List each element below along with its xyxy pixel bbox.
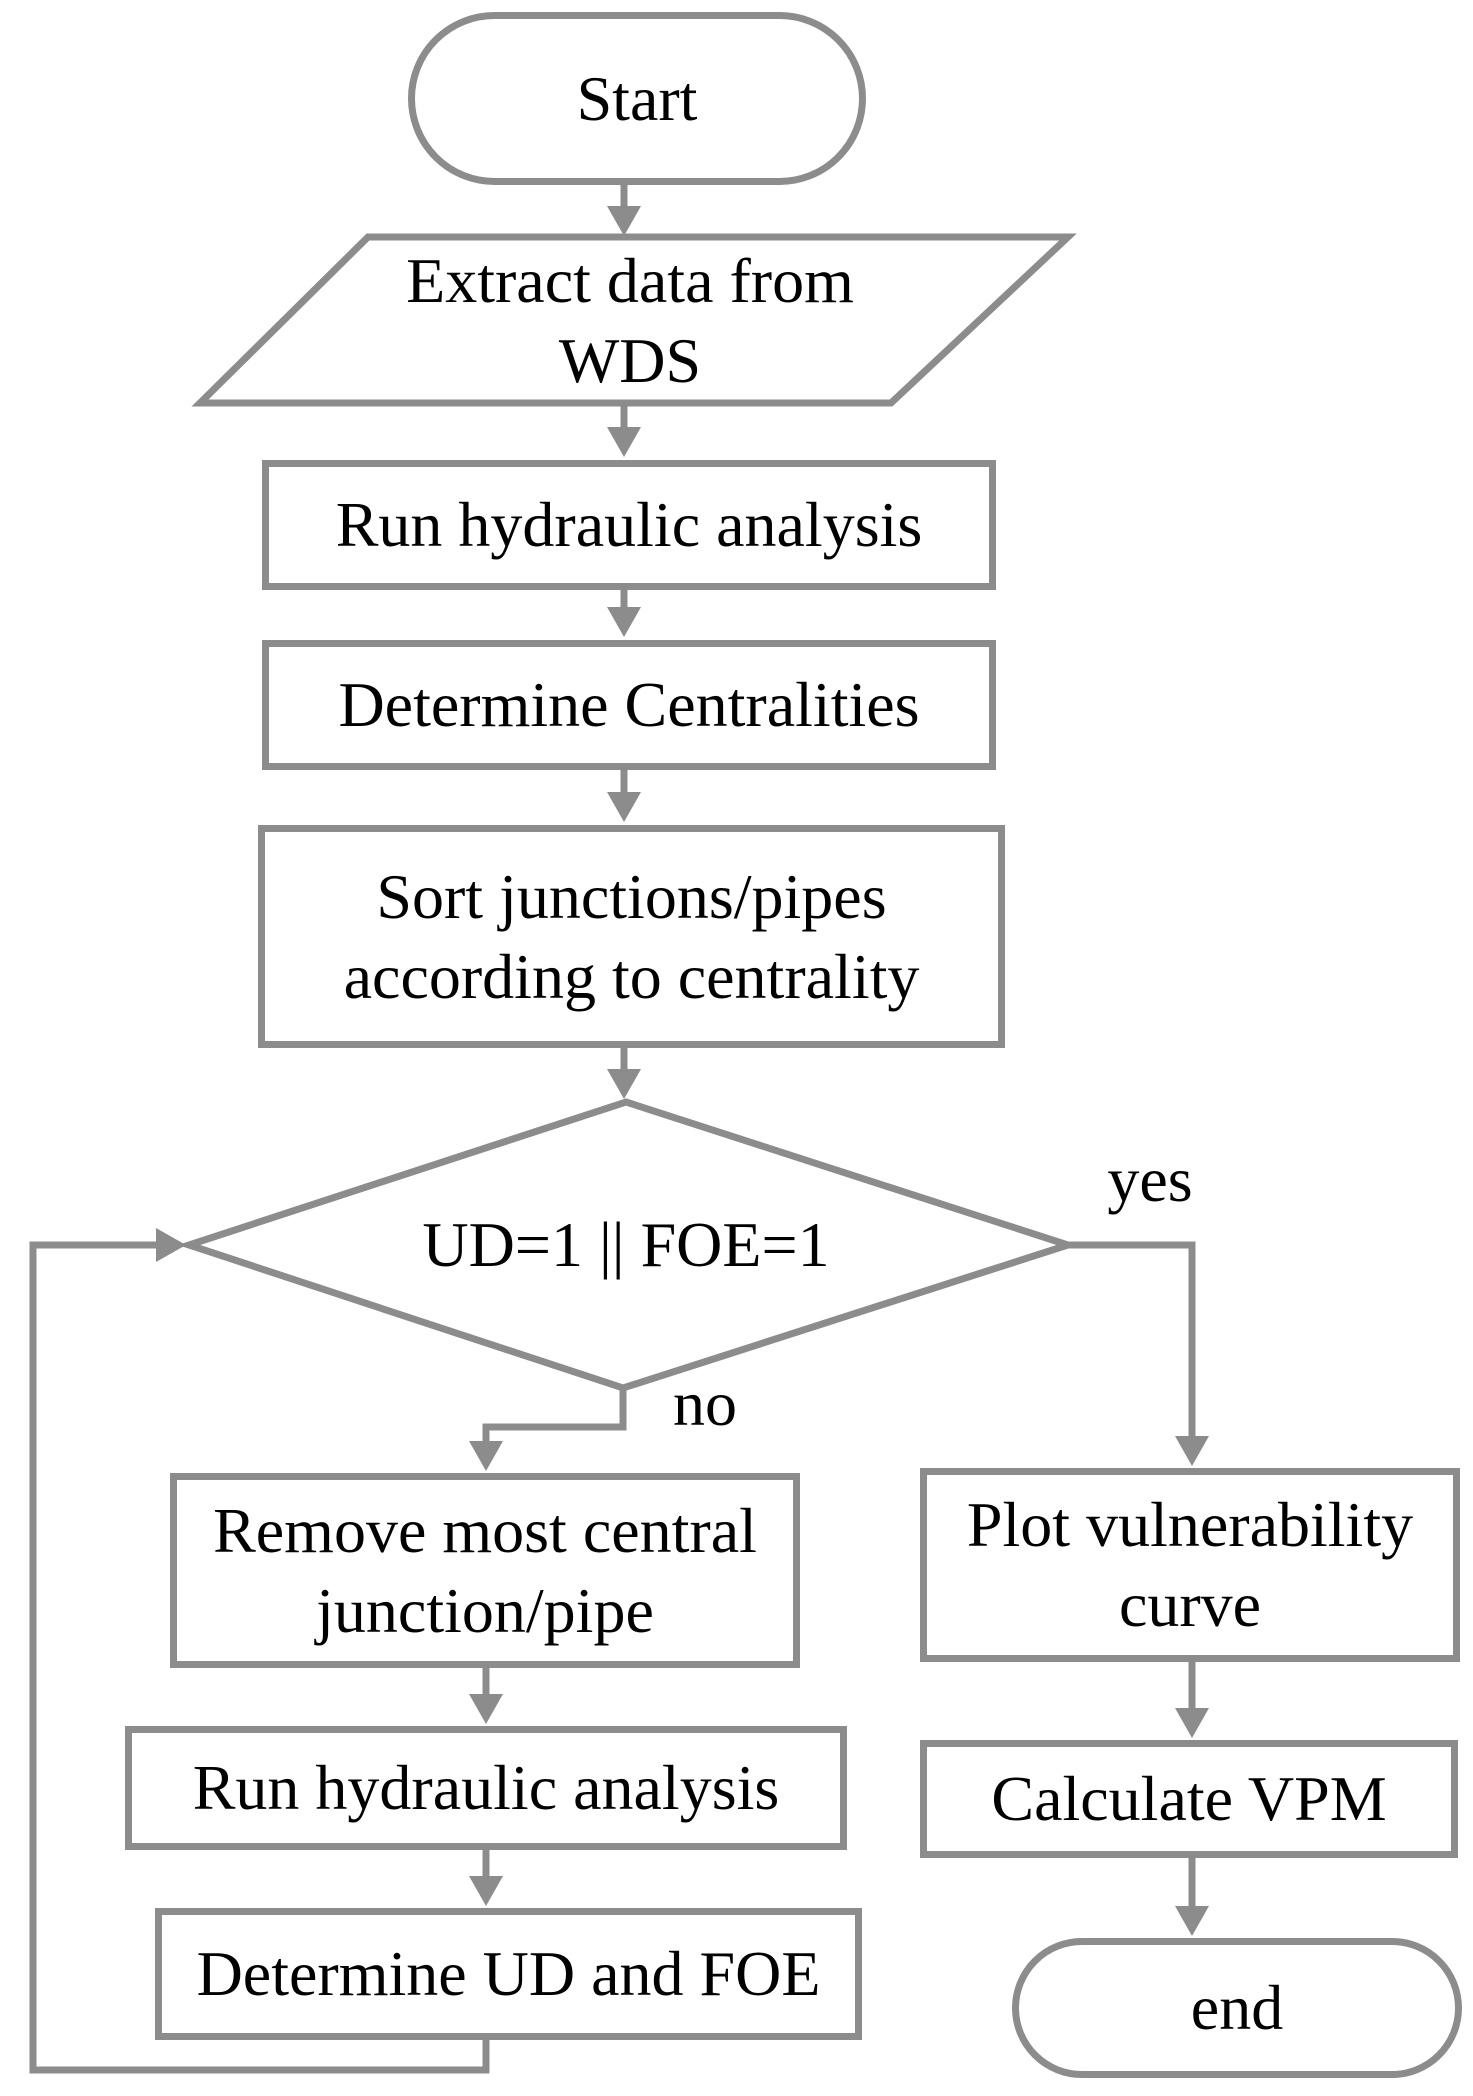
start-node: Start (408, 12, 866, 185)
edge-centralities-sort-arrowhead (607, 792, 641, 822)
determine-centralities-node: Determine Centralities (262, 640, 996, 770)
run-hydraulic-analysis-1-node: Run hydraulic analysis (262, 460, 996, 590)
calculate-vpm-node: Calculate VPM (920, 1740, 1458, 1858)
edge-sort-decision-arrowhead (607, 1069, 641, 1099)
decision-label: UD=1 || FOE=1 (422, 1209, 830, 1280)
edge-loop-determine-decision (29, 1241, 490, 2074)
edge-remove-run2-arrowhead (469, 1694, 503, 1724)
end-node: end (1012, 1938, 1462, 2078)
edge-extract-run1-arrowhead (607, 427, 641, 457)
edge-start-extract-arrowhead (607, 206, 641, 236)
extract-parallelogram-shape (191, 233, 1077, 407)
edge-vpm-end-arrowhead (1175, 1906, 1209, 1936)
edge-decision-yes-plot (1068, 1241, 1196, 1440)
edge-loop-determine-decision-arrowhead (156, 1228, 186, 1262)
extract-data-label: Extract data from WDS (406, 244, 854, 396)
edge-decision-no-remove-arrowhead (469, 1441, 503, 1471)
edge-decision-no-remove (482, 1385, 627, 1445)
plot-vulnerability-node: Plot vulnerability curve (920, 1468, 1460, 1662)
sort-junctions-node: Sort junctions/pipes according to centra… (258, 825, 1005, 1048)
determine-ud-foe-node: Determine UD and FOE (155, 1908, 862, 2040)
edge-run2-determine-arrowhead (469, 1876, 503, 1906)
edge-run1-centralities-arrowhead (607, 607, 641, 637)
remove-central-node: Remove most central junction/pipe (170, 1473, 800, 1668)
yes-edge-label: yes (1107, 1144, 1193, 1215)
no-edge-label: no (673, 1368, 737, 1439)
run-hydraulic-analysis-2-node: Run hydraulic analysis (125, 1726, 847, 1850)
edge-plot-vpm-arrowhead (1175, 1708, 1209, 1738)
edge-decision-yes-plot-arrowhead (1175, 1436, 1209, 1466)
